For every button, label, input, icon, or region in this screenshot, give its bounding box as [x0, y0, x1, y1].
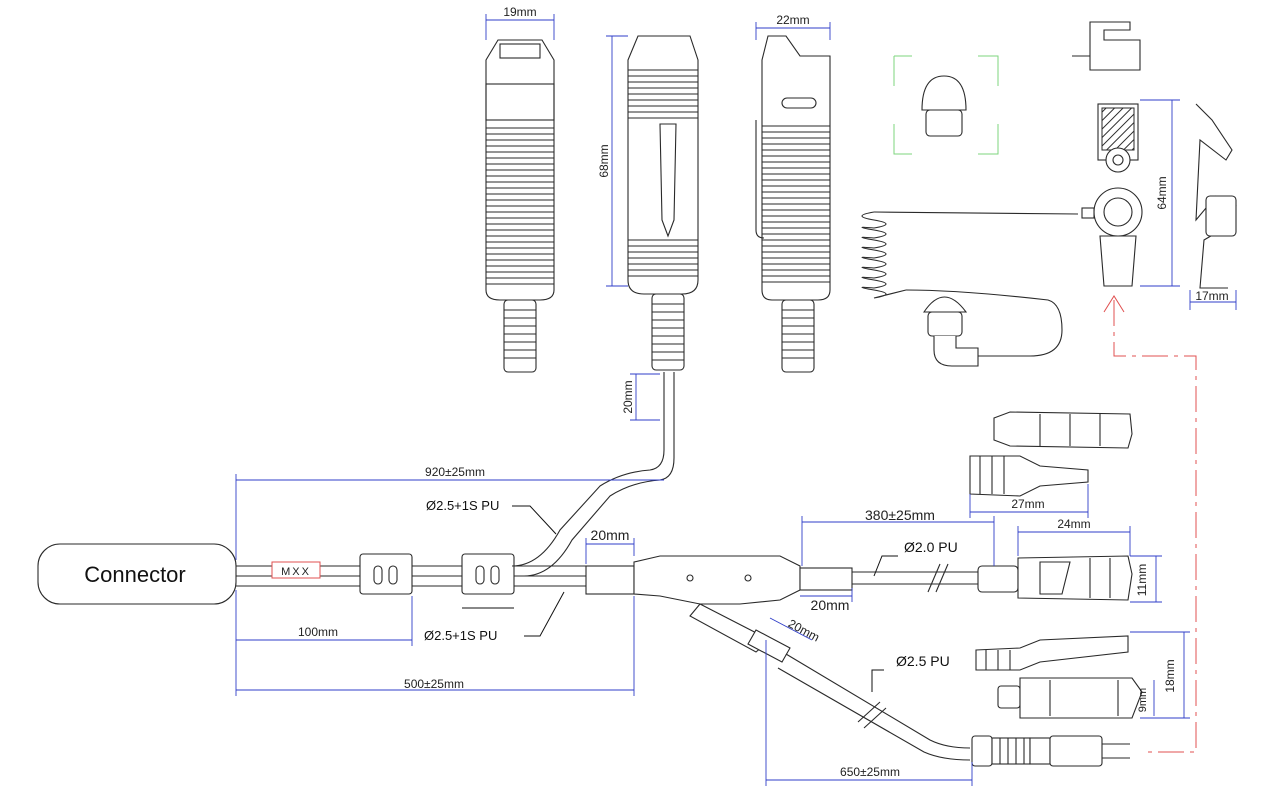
ptt-clip-view [969, 455, 1089, 497]
dim-18mm: 18mm [1163, 659, 1177, 692]
dim-20mm-vertical: 20mm [621, 380, 635, 413]
dim-920mm: 920±25mm [425, 465, 485, 479]
connector-block: Connector [37, 543, 237, 605]
clip-mic-side [1195, 103, 1237, 289]
dim-100mm: 100mm [298, 625, 338, 639]
connector-label: Connector [84, 562, 186, 587]
mic-body-view [997, 677, 1143, 719]
label-lower-pu: Ø2.5+1S PU [424, 628, 497, 643]
dim-64mm: 64mm [1155, 176, 1169, 209]
dim-380mm: 380±25mm [865, 507, 935, 523]
earbud-frame [893, 55, 999, 155]
dim-24mm: 24mm [1057, 517, 1090, 531]
cable-clip-1 [359, 553, 413, 595]
dim-650mm: 650±25mm [840, 765, 900, 779]
splitter [633, 555, 980, 761]
callout-leaders [512, 505, 898, 692]
dim-20mm-splitter-bottom: 20mm [811, 597, 850, 613]
dim-17mm: 17mm [1195, 289, 1228, 303]
cable-clip-2 [461, 553, 515, 595]
dim-27mm: 27mm [1011, 497, 1044, 511]
dim-500mm: 500±25mm [404, 677, 464, 691]
dim-20mm-diagonal: 20mm [786, 616, 822, 644]
label-upper-pu: Ø2.5+1S PU [426, 498, 499, 513]
dim-68mm: 68mm [597, 144, 611, 177]
dim-22mm: 22mm [776, 13, 809, 27]
dimension-lines [235, 14, 1237, 786]
dim-9mm: 9mm [1137, 688, 1149, 712]
earpiece-front-view [627, 35, 699, 371]
dim-20mm-splitter-top: 20mm [591, 527, 630, 543]
red-leader-line [1103, 295, 1197, 753]
clip-mic-front [1081, 103, 1143, 287]
mic-clip-view [975, 635, 1129, 671]
main-cable: MXX [236, 372, 675, 595]
label-ptt-pu: Ø2.0 PU [904, 539, 958, 555]
ptt-switch [977, 555, 1133, 601]
marker-label: MXX [281, 566, 311, 578]
dim-11mm: 11mm [1135, 564, 1149, 596]
dim-19mm: 19mm [503, 5, 536, 19]
ptt-top-view [993, 411, 1133, 449]
label-plug-pu: Ø2.5 PU [896, 653, 950, 669]
mic-clip-hook [1072, 21, 1141, 71]
coil-cord [861, 211, 1079, 367]
two-pin-plug [971, 735, 1130, 767]
earpiece-ribs [486, 69, 830, 361]
